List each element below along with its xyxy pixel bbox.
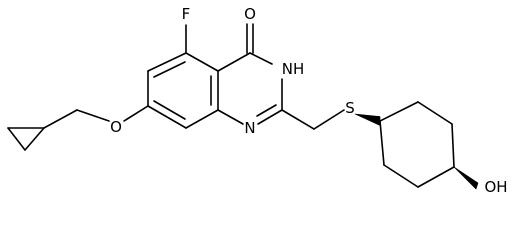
atom-hydroxyl: OH: [484, 178, 507, 196]
bond-cyclohexane-4: [417, 166, 455, 188]
bond-n3-c4: [249, 52, 273, 65]
bond-n1-c2: [257, 109, 283, 125]
bond-c5-c6-inner: [153, 61, 186, 78]
bond-c7-c8-inner: [153, 100, 186, 120]
bond-c4a-c5: [185, 52, 219, 72]
bond-c8-c8a: [185, 109, 219, 129]
bond-c2-ch2: [281, 109, 315, 130]
bonds: [7, 23, 479, 190]
atom-sulfur: S: [345, 99, 355, 117]
bond-oxygen-c7: [123, 105, 149, 122]
bond-c7-c8: [147, 105, 187, 129]
chemical-structure-diagram: F O NH N O S OH: [7, 5, 508, 196]
bond-cyclopropyl-3: [24, 127, 45, 151]
bond-c8a-n1: [217, 109, 244, 125]
bond-ch2-sulfur: [313, 109, 345, 130]
bond-cyclohexane-6: [379, 120, 385, 166]
bond-c5-c6: [147, 52, 187, 72]
atom-nitrogen-nh: NH: [282, 60, 305, 78]
bond-cyclohexane-2: [417, 101, 453, 125]
bond-c4-c4a: [217, 52, 251, 72]
atom-labels: F O NH N O S OH: [110, 5, 507, 196]
bond-ch2-oxygen: [76, 109, 110, 122]
bond-cyclohexane-3: [451, 123, 455, 168]
bond-n1-c2-inner: [256, 104, 277, 117]
bond-cyclohexane-1: [379, 101, 419, 122]
atom-fluorine: F: [182, 5, 191, 23]
atom-ether-oxygen: O: [110, 118, 122, 136]
wedge-bond-sulfur-c1: [354, 113, 381, 126]
bond-cyclopropyl-2: [7, 127, 26, 151]
wedge-bond-c4-hydroxyl: [453, 166, 479, 190]
atom-carbonyl-oxygen: O: [244, 5, 256, 23]
bond-cyclohexane-5: [383, 164, 419, 188]
bond-cyclopropyl-ch2: [43, 109, 78, 129]
atom-nitrogen-n1: N: [244, 119, 255, 137]
